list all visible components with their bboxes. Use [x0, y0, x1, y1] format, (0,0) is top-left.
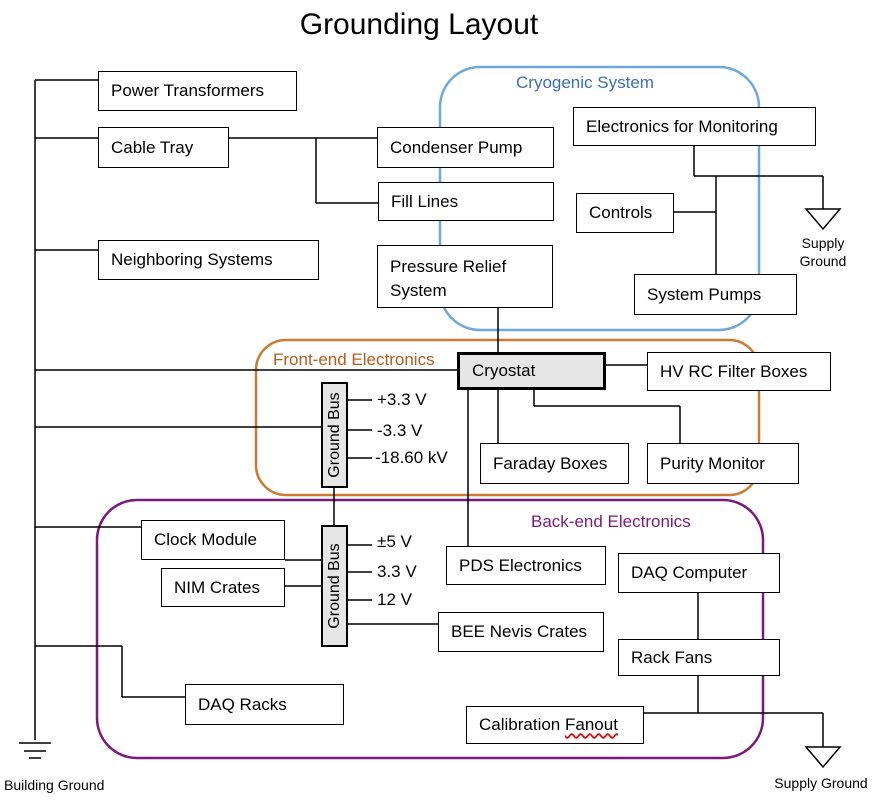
frontend-group-label: Front-end Electronics	[273, 350, 435, 369]
supply-ground-label-upper: Supply Ground	[788, 234, 858, 270]
bee-nevis-crates-box: BEE Nevis Crates	[438, 612, 604, 652]
pressure-relief-label-line1: Pressure Relief	[390, 257, 507, 276]
calibration-fanout-label-b: Fanout	[565, 715, 618, 734]
rack-fans-box: Rack Fans	[618, 639, 780, 676]
neighboring-systems-box: Neighboring Systems	[98, 240, 319, 280]
fill-lines-box: Fill Lines	[378, 182, 554, 221]
daq-racks-box: DAQ Racks	[185, 684, 344, 725]
cryogenic-group-label: Cryogenic System	[516, 73, 654, 92]
backend-group-label: Back-end Electronics	[531, 512, 691, 531]
backend-ground-bus: Ground Bus	[321, 525, 348, 647]
backend-ground-bus-label: Ground Bus	[325, 543, 343, 629]
frontend-group-outline	[254, 338, 761, 497]
pds-electronics-box: PDS Electronics	[446, 546, 606, 585]
clock-module-box: Clock Module	[141, 520, 285, 560]
frontend-voltage-1: +3.3 V	[377, 390, 427, 409]
connection-lines	[34, 79, 824, 747]
frontend-ground-bus: Ground Bus	[321, 382, 348, 488]
electronics-monitoring-box: Electronics for Monitoring	[573, 107, 816, 146]
pressure-relief-box: Pressure Relief System	[377, 245, 553, 308]
frontend-voltage-2: -3.3 V	[377, 421, 423, 440]
hv-rc-filter-box: HV RC Filter Boxes	[647, 352, 831, 391]
supply-ground-icon-lower	[804, 746, 842, 769]
power-transformers-box: Power Transformers	[98, 71, 297, 111]
backend-voltage-1: ±5 V	[377, 532, 412, 551]
supply-ground-label-lower: Supply Ground	[774, 775, 868, 791]
supply-ground-label-upper-line2: Ground	[799, 253, 847, 269]
daq-computer-box: DAQ Computer	[618, 553, 780, 593]
pressure-relief-label-line2: System	[390, 281, 447, 300]
calibration-fanout-label-a: Calibration	[479, 715, 565, 734]
supply-ground-label-upper-line1: Supply	[801, 235, 845, 251]
cryostat-box: Cryostat	[457, 352, 606, 390]
condenser-pump-box: Condenser Pump	[377, 127, 554, 168]
controls-box: Controls	[576, 193, 674, 233]
building-ground-label: Building Ground	[4, 777, 105, 793]
cable-tray-box: Cable Tray	[98, 127, 229, 168]
purity-monitor-box: Purity Monitor	[647, 443, 799, 484]
frontend-ground-bus-label: Ground Bus	[325, 392, 343, 478]
system-pumps-box: System Pumps	[634, 274, 797, 315]
frontend-voltage-3: -18.60 kV	[375, 448, 448, 467]
faraday-boxes-box: Faraday Boxes	[480, 443, 629, 484]
backend-voltage-2: 3.3 V	[377, 562, 417, 581]
nim-crates-box: NIM Crates	[161, 568, 285, 607]
supply-ground-icon-upper	[804, 208, 842, 231]
calibration-fanout-box: Calibration Fanout	[466, 706, 644, 744]
diagram-title: Grounding Layout	[299, 8, 539, 41]
building-ground-icon	[19, 742, 51, 759]
backend-group-outline	[95, 498, 765, 760]
backend-voltage-3: 12 V	[377, 590, 412, 609]
